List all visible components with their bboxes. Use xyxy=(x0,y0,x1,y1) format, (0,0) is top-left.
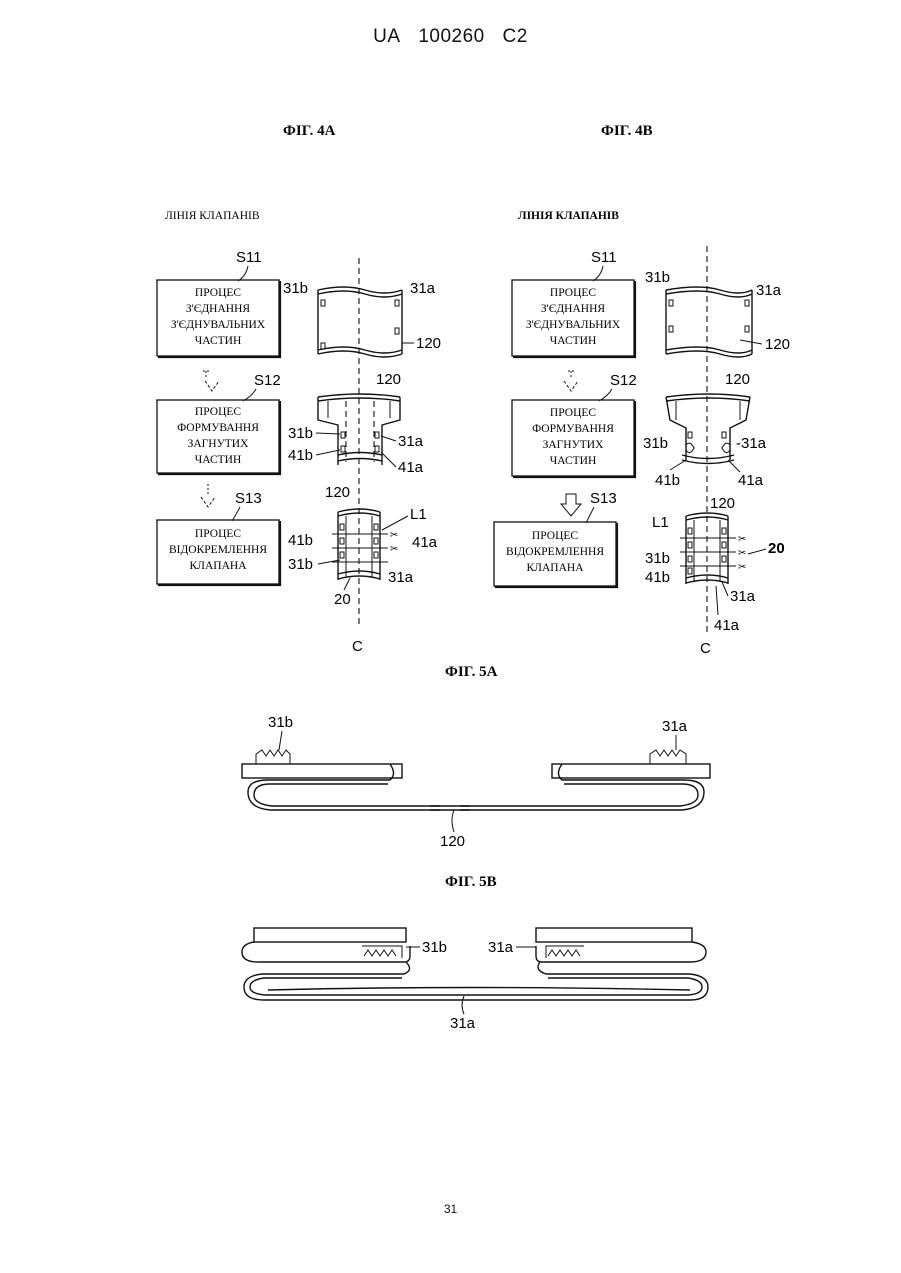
fig-4a-ref-31a-1: 31a xyxy=(410,280,436,297)
fig-4b-s13-label: S13 xyxy=(590,490,617,507)
fig-4a-ref-31a-3: 31a xyxy=(388,569,414,586)
fig-4a-s11-label: S11 xyxy=(236,249,262,266)
fig-4b-ref-41a-3: 41a xyxy=(714,617,740,634)
fig-4a-ref-31a-2: 31a xyxy=(398,433,424,450)
fig-5a-title: ФІГ. 5А xyxy=(445,664,498,680)
fig-4a-ref-31b-2: 31b xyxy=(288,425,313,442)
fig-4b-s11-label: S11 xyxy=(591,249,617,266)
fig-4b-ref-41a-2: 41a xyxy=(738,472,764,489)
fig-4a-s11-line-2: З'ЄДНАННЯ xyxy=(186,303,250,315)
fig-5a-ref-31a: 31a xyxy=(662,718,688,735)
fig-4b-s12-line-3: ЗАГНУТИХ xyxy=(543,439,604,451)
fig-4a-ref-31b-1: 31b xyxy=(283,280,308,297)
fig-4a-s11-line-3: З'ЄДНУВАЛЬНИХ xyxy=(171,319,266,331)
fig-4b-ref-41b-2: 41b xyxy=(655,472,680,489)
fig-4b-ref-120-1: 120 xyxy=(765,336,790,353)
fig-4b-s12-line-4: ЧАСТИН xyxy=(550,455,597,467)
fig-5b: ФІГ. 5В 31b 31a 31a xyxy=(242,874,708,1032)
fig-4b-s13-line-1: ПРОЦЕС xyxy=(532,530,578,542)
fig-4a-ref-20: 20 xyxy=(334,591,351,608)
fig-5a-ref-120: 120 xyxy=(440,833,465,850)
fig-4b-scissors-icon-2: ✂ xyxy=(738,548,746,559)
fig-4a-s13-line-1: ПРОЦЕС xyxy=(195,528,241,540)
fig-5b-ref-31b: 31b xyxy=(422,939,447,956)
fig-4b-ref-120-3: 120 xyxy=(710,495,735,512)
fig-4a-s12-line-1: ПРОЦЕС xyxy=(195,406,241,418)
fig-5a: ФІГ. 5А 31b 31a 120 xyxy=(242,664,710,850)
fig-4a-scissors-icon-2: ✂ xyxy=(390,544,398,555)
fig-4a-ref-41a-2: 41a xyxy=(398,459,424,476)
fig-4b-ref-31a-2: -31a xyxy=(736,435,767,452)
fig-4b-ref-31b-1: 31b xyxy=(645,269,670,286)
fig-4b-ref-120-2: 120 xyxy=(725,371,750,388)
fig-4a-scissors-icon-1: ✂ xyxy=(390,530,398,541)
fig-4b-ref-31a-3: 31a xyxy=(730,588,756,605)
fig-4a-s12-label: S12 xyxy=(254,372,281,389)
fig-4b-scissors-icon-1: ✂ xyxy=(738,534,746,545)
fig-4b-ref-31b-2: 31b xyxy=(643,435,668,452)
fig-4a-s13-line-2: ВІДОКРЕМЛЕННЯ xyxy=(169,544,267,556)
fig-4a-ref-120-1: 120 xyxy=(416,335,441,352)
fig-4a-ref-41b-2: 41b xyxy=(288,447,313,464)
fig-4a-ref-31b-3: 31b xyxy=(288,556,313,573)
fig-4a-line-title: ЛІНІЯ КЛАПАНІВ xyxy=(165,210,260,222)
fig-4a-s12-line-3: ЗАГНУТИХ xyxy=(188,438,249,450)
fig-4b-s11-line-1: ПРОЦЕС xyxy=(550,287,596,299)
fig-4b-s11-line-4: ЧАСТИН xyxy=(550,335,597,347)
fig-4a-ref-41b-3: 41b xyxy=(288,532,313,549)
fig-4b-s12-line-2: ФОРМУВАННЯ xyxy=(532,423,614,435)
fig-4a-ref-120-2: 120 xyxy=(376,371,401,388)
fig-4b-s11-line-3: З'ЄДНУВАЛЬНИХ xyxy=(526,319,621,331)
fig-4a: ФІГ. 4А ЛІНІЯ КЛАПАНІВ ПРОЦЕС З'ЄДНАННЯ … xyxy=(157,123,441,655)
fig-4a-s13-line-3: КЛАПАНА xyxy=(190,560,248,572)
fig-4a-center-label: C xyxy=(352,638,363,655)
fig-4b-s11-line-2: З'ЄДНАННЯ xyxy=(541,303,605,315)
fig-4b-ref-31a-1: 31a xyxy=(756,282,782,299)
fig-5a-ref-31b: 31b xyxy=(268,714,293,731)
fig-4b-s13-line-2: ВІДОКРЕМЛЕННЯ xyxy=(506,546,604,558)
fig-4b-s12-line-1: ПРОЦЕС xyxy=(550,407,596,419)
fig-4b-ref-20: 20 xyxy=(768,540,785,557)
fig-4b-title: ФІГ. 4В xyxy=(601,123,653,139)
fig-4a-ref-41a-3: 41a xyxy=(412,534,438,551)
fig-4b-scissors-icon-3: ✂ xyxy=(738,562,746,573)
fig-4a-ref-L1: L1 xyxy=(410,506,427,523)
fig-4a-s11-line-1: ПРОЦЕС xyxy=(195,287,241,299)
fig-4b-line-title: ЛІНІЯ КЛАПАНІВ xyxy=(518,210,619,222)
fig-4b: ФІГ. 4В ЛІНІЯ КЛАПАНІВ ПРОЦЕС З'ЄДНАННЯ … xyxy=(494,123,790,657)
fig-5b-title: ФІГ. 5В xyxy=(445,874,497,890)
fig-4a-s13-label: S13 xyxy=(235,490,262,507)
fig-4a-s12-line-4: ЧАСТИН xyxy=(195,454,242,466)
fig-4a-title: ФІГ. 4А xyxy=(283,123,336,139)
fig-5b-ref-31a-bottom: 31a xyxy=(450,1015,476,1032)
fig-4a-s12-line-2: ФОРМУВАННЯ xyxy=(177,422,259,434)
fig-4b-s12-label: S12 xyxy=(610,372,637,389)
fig-4b-ref-41b-3: 41b xyxy=(645,569,670,586)
fig-4a-s11-line-4: ЧАСТИН xyxy=(195,335,242,347)
fig-4b-ref-31b-3: 31b xyxy=(645,550,670,567)
fig-4b-center-label: C xyxy=(700,640,711,657)
fig-4b-s13-line-3: КЛАПАНА xyxy=(527,562,585,574)
fig-5b-ref-31a-top: 31a xyxy=(488,939,514,956)
page-number: 31 xyxy=(0,1202,901,1216)
fig-4a-ref-120-3: 120 xyxy=(325,484,350,501)
fig-4b-ref-L1: L1 xyxy=(652,514,669,531)
